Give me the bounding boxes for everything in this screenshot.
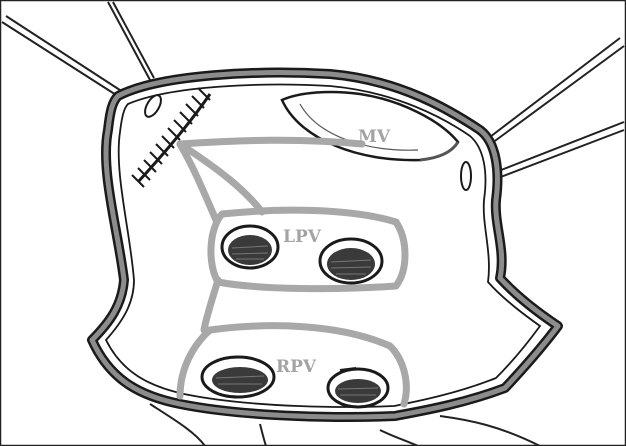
left-pulmonary-vein-lower <box>320 239 382 283</box>
label-lpv: LPV <box>283 227 322 247</box>
label-rpv: RPV <box>276 357 317 377</box>
retraction-sutures-right <box>486 38 624 178</box>
right-pulmonary-vein-lower <box>328 368 388 407</box>
right-pulmonary-vein-upper <box>202 357 274 397</box>
label-mv: MV <box>358 127 391 147</box>
left-pulmonary-vein-upper <box>222 226 278 268</box>
wall-oval-right <box>461 162 471 190</box>
